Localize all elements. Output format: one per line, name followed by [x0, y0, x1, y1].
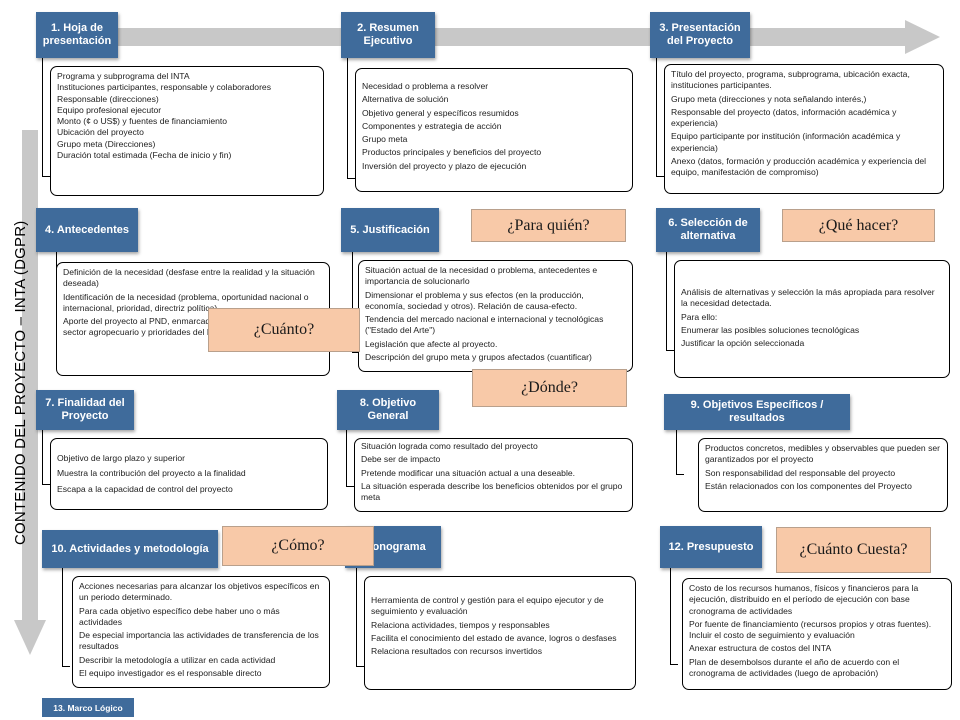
section-3-header: 3. Presentación del Proyecto	[650, 12, 750, 58]
section-2-item: Alternativa de solución	[362, 94, 449, 105]
section-5-item: Descripción del grupo meta y grupos afec…	[365, 352, 592, 363]
section-10-item: Describir la metodología a utilizar en c…	[79, 654, 276, 665]
section-4-item: Aporte del proyecto al PND, enmarcado en…	[63, 316, 299, 338]
section-6-item: Justificar la opción seleccionada	[681, 338, 805, 349]
section-2-item: Inversión del proyecto y plazo de ejecuc…	[362, 160, 527, 171]
vertical-title: CONTENIDO DEL PROYECTO – INTA (DGPR)	[12, 220, 29, 545]
section-2-item: Objetivo general y específicos resumidos	[362, 107, 519, 118]
section-1-item: Responsable (direcciones)	[57, 93, 159, 104]
section-3-item: Anexo (datos, formación y producción aca…	[671, 156, 927, 178]
section-6-box: Análisis de alternativas y selección la …	[674, 260, 950, 378]
section-4-item: Definición de la necesidad (desfase entr…	[63, 267, 315, 289]
section-10-item: Acciones necesarias para alcanzar los ob…	[79, 581, 320, 603]
section-12-header: 12. Presupuesto	[660, 526, 762, 568]
section-7-header: 7. Finalidad del Proyecto	[36, 390, 134, 430]
section-3-item: Título del proyecto, programa, subprogra…	[671, 69, 910, 91]
section-10-item: De especial importancia las actividades …	[79, 630, 319, 652]
section-12-item: Plan de desembolsos durante el año de ac…	[689, 656, 900, 679]
section-2-item: Componentes y estrategia de acción	[362, 120, 502, 131]
section-11-item: Relaciona resultados con recursos invert…	[371, 646, 543, 657]
section-12-item: Anexar estructura de costos del INTA	[689, 643, 832, 654]
section-1-header: 1. Hoja de presentación	[36, 12, 118, 58]
section-5-item: Dimensionar el problema y sus efectos (e…	[365, 289, 584, 311]
section-11-box: Herramienta de control y gestión para el…	[364, 576, 636, 690]
section-9-item: Son responsabilidad del responsable del …	[705, 467, 896, 478]
section-3-box: Título del proyecto, programa, subprogra…	[664, 64, 944, 194]
section-12-box: Costo de los recursos humanos, físicos y…	[682, 578, 952, 690]
question-para-quien: ¿Para quién?	[471, 209, 626, 242]
question-como: ¿Cómo?	[222, 526, 374, 566]
section-11-item: Facilita el conocimiento del estado de a…	[371, 632, 617, 643]
section-1-item: Equipo profesional ejecutor	[57, 104, 162, 115]
section-9-item: Están relacionados con los componentes d…	[705, 480, 912, 491]
section-6-item: Enumerar las posibles soluciones tecnoló…	[681, 324, 860, 335]
section-10-item: Para cada objetivo específico debe haber…	[79, 605, 280, 627]
section-10-item: El equipo investigador es el responsable…	[79, 668, 262, 679]
section-4-header: 4. Antecedentes	[36, 208, 138, 252]
section-11-item: Herramienta de control y gestión para el…	[371, 595, 604, 617]
section-6-item: Para ello:	[681, 311, 718, 322]
section-5-item: Situación actual de la necesidad o probl…	[365, 265, 598, 287]
section-3-item: Grupo meta (direcciones y nota señalando…	[671, 93, 867, 104]
section-5-item: Tendencia del mercado nacional e interna…	[365, 314, 604, 336]
horizontal-arrow	[118, 20, 940, 54]
section-4-item: Identificación de la necesidad (problema…	[63, 291, 309, 313]
section-2-item: Grupo meta	[362, 134, 408, 145]
section-6-item: Análisis de alternativas y selección la …	[681, 287, 935, 309]
question-cuanto: ¿Cuánto?	[208, 308, 360, 352]
section-11-item: Relaciona actividades, tiempos y respons…	[371, 619, 550, 630]
section-12-item: Costo de los recursos humanos, físicos y…	[689, 583, 919, 616]
section-7-box: Objetivo de largo plazo y superior Muest…	[50, 438, 328, 510]
section-5-header: 5. Justificación	[341, 208, 439, 252]
section-1-item: Grupo meta (Direcciones)	[57, 138, 156, 149]
question-donde: ¿Dónde?	[472, 369, 627, 407]
section-8-item: Pretende modificar una situación actual …	[361, 467, 576, 478]
section-8-item: Situación lograda como resultado del pro…	[361, 441, 538, 451]
section-1-item: Ubicación del proyecto	[57, 127, 144, 138]
section-1-box: Programa y subprograma del INTA Instituc…	[50, 66, 324, 196]
question-que-hacer: ¿Qué hacer?	[782, 209, 935, 242]
section-1-item: Monto (¢ o US$) y fuentes de financiamie…	[57, 116, 228, 127]
section-5-item: Legislación que afecte al proyecto.	[365, 338, 498, 349]
question-cuanto-cuesta: ¿Cuánto Cuesta?	[776, 527, 931, 573]
section-8-item: Debe ser de impacto	[361, 454, 441, 465]
section-8-item: La situación esperada describe los benef…	[361, 480, 623, 503]
footer-marco-logico: 13. Marco Lógico	[42, 698, 134, 717]
section-10-header: 10. Actividades y metodología	[42, 530, 218, 568]
section-3-item: Responsable del proyecto (datos, informa…	[671, 106, 897, 129]
section-9-box: Productos concretos, medibles y observab…	[698, 438, 948, 512]
section-2-item: Productos principales y beneficios del p…	[362, 147, 542, 158]
vertical-arrow	[14, 130, 46, 655]
section-7-item: Objetivo de largo plazo y superior	[57, 453, 186, 463]
section-7-item: Escapa a la capacidad de control del pro…	[57, 483, 233, 494]
section-9-header: 9. Objetivos Específicos / resultados	[664, 394, 850, 430]
section-7-item: Muestra la contribución del proyecto a l…	[57, 468, 246, 479]
section-2-header: 2. Resumen Ejecutivo	[341, 12, 435, 58]
section-3-item: Equipo participante por institución (inf…	[671, 131, 901, 153]
section-9-item: Productos concretos, medibles y observab…	[705, 443, 941, 465]
section-5-box: Situación actual de la necesidad o probl…	[358, 260, 633, 372]
section-12-item: Por fuente de financiamiento (recursos p…	[689, 618, 932, 641]
section-1-item: Programa y subprograma del INTA	[57, 71, 190, 81]
section-8-box: Situación lograda como resultado del pro…	[354, 438, 633, 512]
section-1-item: Duración total estimada (Fecha de inicio…	[57, 150, 232, 161]
section-6-header: 6. Selección de alternativa	[656, 208, 760, 252]
section-10-box: Acciones necesarias para alcanzar los ob…	[72, 576, 330, 688]
section-2-box: Necesidad o problema a resolver Alternat…	[355, 68, 633, 192]
section-1-item: Instituciones participantes, responsable…	[57, 82, 272, 93]
section-2-item: Necesidad o problema a resolver	[362, 81, 489, 91]
section-8-header: 8. Objetivo General	[337, 390, 439, 430]
